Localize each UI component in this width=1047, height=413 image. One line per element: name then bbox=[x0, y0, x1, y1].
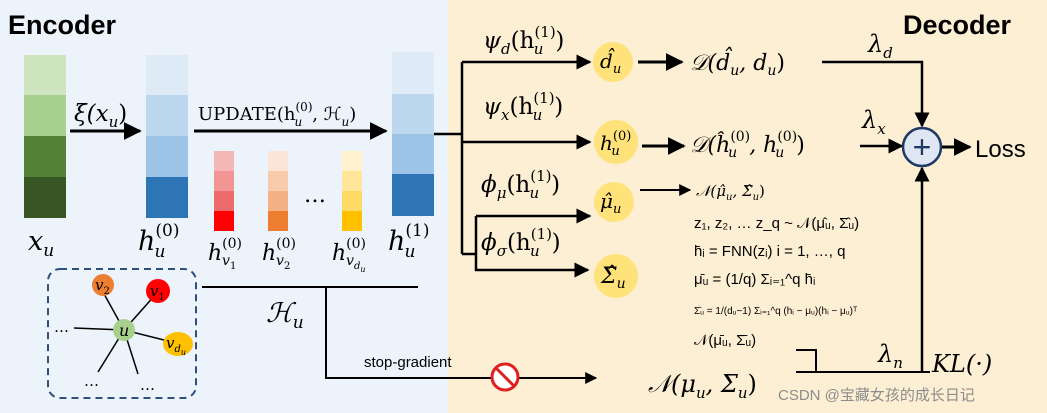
hu1-cell-1 bbox=[392, 52, 434, 94]
hvd-label: h(0)vdu bbox=[332, 236, 366, 274]
hu0-cell-3 bbox=[146, 136, 188, 177]
n-bar-term: 𝒩(μ̄ᵤ, Σ̄ᵤ) bbox=[694, 332, 756, 349]
phi-sigma-label: ϕσ(h(1)u) bbox=[481, 225, 561, 260]
xu-cell-2 bbox=[24, 95, 66, 136]
neighbors-ellipsis: … bbox=[304, 183, 326, 208]
decoder-background bbox=[448, 0, 1047, 413]
node-v2 bbox=[92, 274, 114, 296]
phi-mu-label: ϕμ(h(1)u) bbox=[481, 167, 560, 202]
hv2-cell-2 bbox=[268, 171, 288, 191]
hv1-cell-4 bbox=[214, 211, 234, 231]
loss-label: Loss bbox=[975, 136, 1026, 163]
n-hat-term: 𝒩(μ̂u, Σ̂u) bbox=[696, 182, 765, 203]
lambda-d-line bbox=[822, 60, 930, 128]
phi-sigma-arrow bbox=[474, 216, 590, 278]
hv2-cell-3 bbox=[268, 191, 288, 211]
eq-sample: z₁, z₂, … z_q ~ 𝒩(μ̂ᵤ, Σ̂ᵤ) bbox=[694, 215, 859, 232]
node-vd bbox=[163, 332, 193, 356]
hvd-cell-1 bbox=[342, 151, 362, 171]
output-circles bbox=[593, 42, 638, 298]
xi-label: ξ(xu) bbox=[74, 101, 127, 131]
xu-cell-3 bbox=[24, 136, 66, 177]
n-u-term: 𝒩(μu, Σu) bbox=[648, 370, 757, 402]
graph-dots-left: … bbox=[54, 318, 69, 336]
hu0-label: h(0)u bbox=[138, 221, 179, 262]
h-hat-circle bbox=[594, 120, 638, 164]
lambda-x-label: λx bbox=[861, 106, 886, 138]
d-hat-label: d̂u bbox=[600, 47, 621, 77]
psi-d-label: ψd(h(1)u) bbox=[483, 23, 564, 58]
hu1-cell-4 bbox=[392, 174, 434, 216]
hvd-cell-2 bbox=[342, 171, 362, 191]
hu1-cell-2 bbox=[392, 94, 434, 134]
hu1-cell-3 bbox=[392, 134, 434, 174]
hvd-cell-3 bbox=[342, 191, 362, 211]
hv1-label: h(0)v1 bbox=[208, 236, 242, 272]
eq-cov: Σ̄ᵤ = 1/(dᵤ−1) Σᵢ₌₁^q (hᵢ − μᵤ)(hᵢ − μᵤ)… bbox=[694, 306, 858, 317]
decoder-title: Decoder bbox=[903, 10, 1012, 40]
sum-node bbox=[901, 126, 943, 168]
h-hat-label: h(0)u bbox=[600, 129, 631, 159]
eq-mean: μ̄ᵤ = (1/q) Σᵢ₌₁^q h̄ᵢ bbox=[694, 271, 815, 288]
graph-dots-bottom-left: … bbox=[84, 372, 99, 390]
hvd-cell-4 bbox=[342, 211, 362, 231]
x-loss-term: 𝒟(ĥ(0)u, h(0)u) bbox=[690, 129, 805, 161]
hu1-vector bbox=[392, 52, 434, 216]
kl-label: KL(·) bbox=[931, 350, 992, 378]
node-u bbox=[113, 319, 135, 341]
psi-x-label: ψx(h(1)u) bbox=[483, 89, 563, 124]
sigma-hat-label: Σ̂u bbox=[600, 264, 626, 292]
plus-icon: + bbox=[913, 129, 932, 165]
hu0-vector bbox=[146, 55, 188, 218]
d-hat-circle bbox=[593, 42, 633, 82]
watermark: CSDN @宝藏女孩的成长日记 bbox=[778, 386, 975, 404]
xu-label: xu bbox=[28, 226, 54, 261]
sigma-hat-circle bbox=[594, 254, 638, 298]
node-v1-label: v1 bbox=[150, 282, 165, 303]
hv2-vector bbox=[268, 151, 288, 231]
hu1-label: h(1)u bbox=[388, 221, 429, 262]
eq-fnn: h̄ᵢ = FNN(zᵢ) i = 1, …, q bbox=[694, 243, 845, 260]
hv1-cell-2 bbox=[214, 171, 234, 191]
hv2-cell-4 bbox=[268, 211, 288, 231]
xu-cell-4 bbox=[24, 177, 66, 218]
hu0-cell-4 bbox=[146, 177, 188, 218]
d-loss-term: 𝒟(d̂u, du) bbox=[690, 47, 785, 79]
hv1-vector bbox=[214, 151, 234, 231]
lambda-d-label: λd bbox=[867, 30, 893, 62]
hu0-cell-1 bbox=[146, 55, 188, 95]
hv2-cell-1 bbox=[268, 151, 288, 171]
hu-set-label: ℋu bbox=[266, 298, 304, 333]
neighbor-graph: u v2 v1 vdu … … … bbox=[47, 268, 197, 399]
node-u-label: u bbox=[119, 321, 129, 340]
node-v2-label: v2 bbox=[95, 276, 110, 297]
mu-hat-circle bbox=[594, 182, 634, 222]
node-v1 bbox=[146, 279, 170, 303]
mu-hat-label: μ̂u bbox=[600, 189, 621, 217]
update-label: UPDATE(h(0)u, ℋu) bbox=[198, 100, 356, 129]
encoder-title: Encoder bbox=[8, 10, 117, 40]
kl-bracket bbox=[796, 349, 817, 373]
hv1-cell-1 bbox=[214, 151, 234, 171]
hvd-vector bbox=[342, 151, 362, 231]
stop-gradient-icon bbox=[490, 362, 520, 392]
hu0-cell-2 bbox=[146, 95, 188, 136]
xu-vector bbox=[24, 55, 66, 218]
node-vd-label: vdu bbox=[166, 334, 186, 357]
stop-gradient-label: stop-gradient bbox=[364, 354, 452, 371]
graph-box bbox=[47, 268, 197, 399]
hv2-label: h(0)v2 bbox=[262, 236, 296, 272]
xu-cell-1 bbox=[24, 55, 66, 95]
hv1-cell-3 bbox=[214, 191, 234, 211]
lambda-n-label: λn bbox=[877, 340, 903, 372]
graph-dots-bottom-right: … bbox=[140, 376, 155, 394]
